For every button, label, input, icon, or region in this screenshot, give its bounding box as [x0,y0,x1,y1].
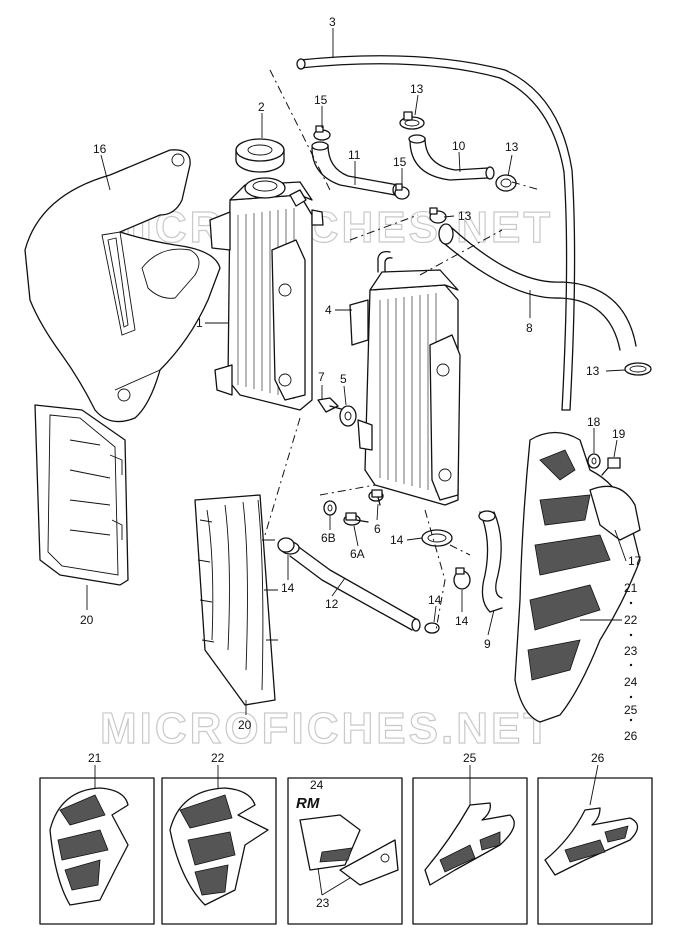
decal-25-label: 25 [463,751,477,765]
callout-24: 24 [624,675,638,689]
clamp-15-top [313,125,331,141]
ref-line-2 [264,417,301,536]
radiator-left-1 [209,177,324,411]
decal-rm-logo: RM [296,795,320,812]
bolt-6 [368,489,384,506]
callout-5: 5 [340,372,347,386]
callout-3: 3 [329,15,336,29]
watermark-bottom: MICROFICHES.NET [100,704,553,753]
callout-20: 20 [80,613,94,627]
callout-21: 21 [624,581,638,595]
callout-12: 12 [325,597,339,611]
ref-line-6 [424,509,446,631]
callout-7: 7 [318,370,325,384]
bolt-7 [317,397,346,413]
decal-panel-25: 25 [412,751,528,925]
grommet-5 [339,405,357,427]
callout-6b: 6B [321,531,336,545]
ref-line-5 [319,484,376,496]
hose-10 [408,134,495,181]
ref-line-4 [349,214,419,241]
dot-separators [629,601,633,722]
callout-25: 25 [624,703,638,717]
callout-14: 14 [455,614,469,628]
clamp-13-mid [495,174,517,192]
callout-14: 14 [281,581,295,595]
callout-9: 9 [484,637,491,651]
washer-18 [587,453,601,469]
callout-20: 20 [238,718,252,732]
decal-21-label: 21 [88,751,102,765]
callout-19: 19 [612,427,626,441]
decal-panel-23-24: RM 24 23 [287,777,403,925]
callouts: 3 2 16 15 11 15 13 10 13 13 1 4 8 13 7 5… [80,15,642,743]
breather-tube-3 [296,55,576,411]
callout-15: 15 [314,93,328,107]
clamp-14-bottom [424,622,440,634]
ref-line-8 [449,544,471,556]
ref-line-3 [419,229,503,276]
callout-18: 18 [587,415,601,429]
clamp-13-top [399,111,425,130]
clamp-14-left [277,537,295,553]
callout-13: 13 [586,364,600,378]
callout-26: 26 [624,729,638,743]
callout-6: 6 [374,522,381,536]
decal-24-label: 24 [310,778,324,792]
callout-15: 15 [393,155,407,169]
callout-14: 14 [428,593,442,607]
decal-23-label: 23 [316,896,330,910]
radiator-guard-20-upper [34,404,129,586]
ref-line-7 [511,181,541,191]
callout-2: 2 [258,100,265,114]
bolt-19 [601,457,621,476]
decal-22-label: 22 [211,751,225,765]
callout-4: 4 [325,303,332,317]
bolt-6a [343,512,369,526]
radiator-shroud-17 [514,431,641,723]
callout-6a: 6A [350,547,365,561]
radiator-right-4 [349,250,461,506]
decal-panel-26: 26 [537,751,653,925]
clamp-13-lower [624,362,652,376]
callout-13: 13 [410,82,424,96]
radiator-shroud-16 [24,149,221,423]
callout-10: 10 [452,139,466,153]
callout-17: 17 [628,554,642,568]
callout-13: 13 [458,209,472,223]
callout-22: 22 [624,613,638,627]
callout-11: 11 [348,148,361,162]
callout-1: 1 [196,316,203,330]
leader-lines [86,28,627,715]
clamp-15-mid [394,183,410,200]
ref-line-1 [269,69,331,191]
callout-13: 13 [505,140,519,154]
decal-26-label: 26 [591,751,605,765]
washer-6b [323,500,337,516]
hose-8 [438,223,637,351]
callout-14: 14 [390,533,404,547]
clamp-14-right [453,567,471,590]
clamp-13-left [429,207,447,224]
hose-9 [478,510,503,613]
callout-23: 23 [624,644,638,658]
clamp-14-mid [421,529,453,547]
radiator-cap-2 [235,138,285,173]
callout-16: 16 [93,142,107,156]
decal-panel-22: 22 [161,751,277,925]
callout-8: 8 [526,321,533,335]
decal-panel-21: 21 [39,751,155,925]
radiator-guard-20-lower [194,494,278,706]
